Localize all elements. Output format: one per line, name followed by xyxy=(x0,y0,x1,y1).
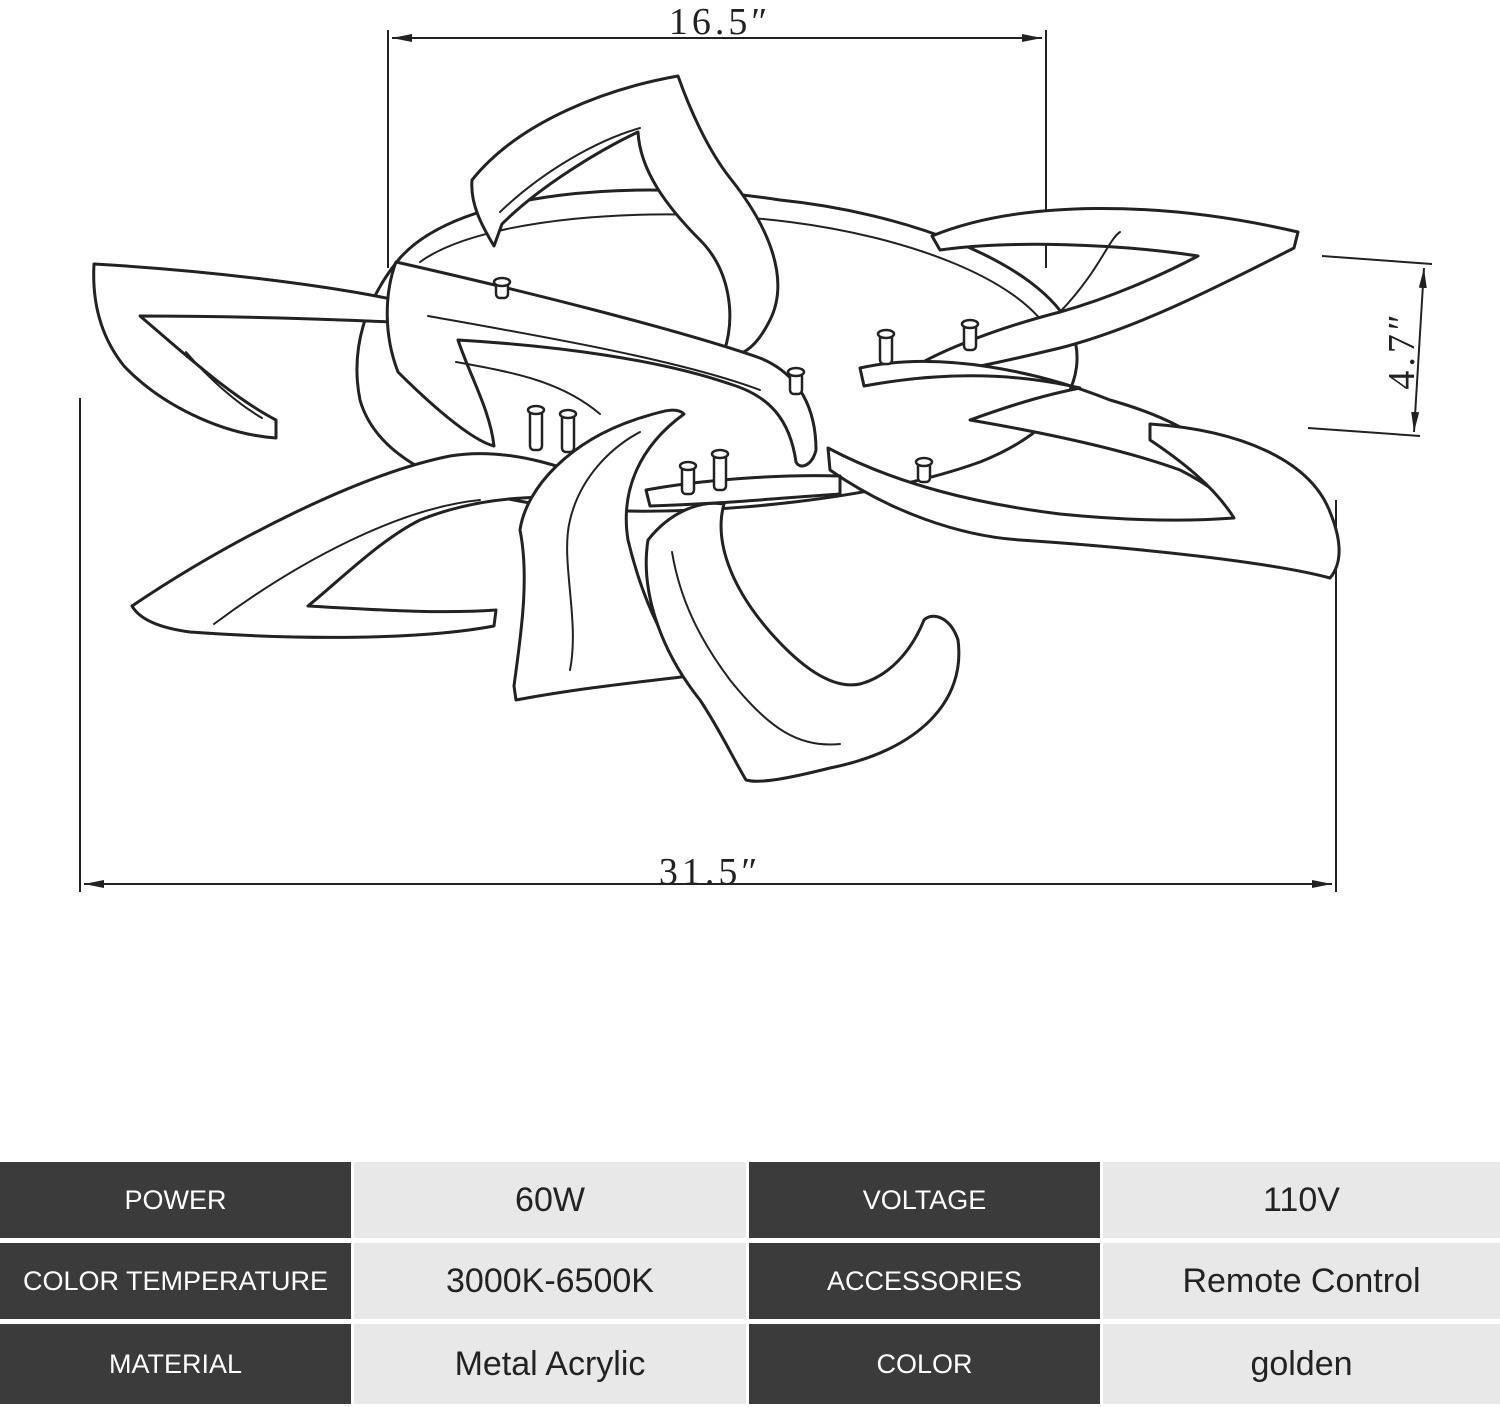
spec-value: 60W xyxy=(354,1162,749,1243)
dimension-height xyxy=(1307,255,1433,437)
petal-front-right xyxy=(644,501,961,783)
height-label: 4.7″ xyxy=(1381,310,1423,389)
spec-value: 3000K-6500K xyxy=(354,1243,749,1324)
petal-lower-left xyxy=(130,452,612,639)
overall-width-label: 31.5″ xyxy=(659,851,761,893)
spec-label: COLOR xyxy=(749,1324,1103,1404)
spec-label: MATERIAL xyxy=(0,1324,354,1404)
fixture-dimension-drawing: 16.5″ 4.7″ 31.5″ xyxy=(79,1,1433,893)
spec-label: COLOR TEMPERATURE xyxy=(0,1243,354,1324)
table-row: POWER 60W VOLTAGE 110V xyxy=(0,1162,1500,1243)
spec-value: Metal Acrylic xyxy=(354,1324,749,1404)
specifications-table: POWER 60W VOLTAGE 110V COLOR TEMPERATURE… xyxy=(0,1162,1500,1404)
spec-label: VOLTAGE xyxy=(749,1162,1103,1243)
petal-left xyxy=(92,262,398,440)
top-width-label: 16.5″ xyxy=(669,1,771,43)
spec-value: 110V xyxy=(1103,1162,1500,1243)
spec-label: POWER xyxy=(0,1162,354,1243)
led-sockets xyxy=(492,276,980,496)
ceiling-light-fixture xyxy=(92,74,1341,783)
petal-middle xyxy=(385,260,818,468)
petal-front-left xyxy=(512,408,692,702)
spec-label: ACCESSORIES xyxy=(749,1243,1103,1324)
spec-value: Remote Control xyxy=(1103,1243,1500,1324)
spec-value: golden xyxy=(1103,1324,1500,1404)
table-row: COLOR TEMPERATURE 3000K-6500K ACCESSORIE… xyxy=(0,1243,1500,1324)
table-row: MATERIAL Metal Acrylic COLOR golden xyxy=(0,1324,1500,1404)
